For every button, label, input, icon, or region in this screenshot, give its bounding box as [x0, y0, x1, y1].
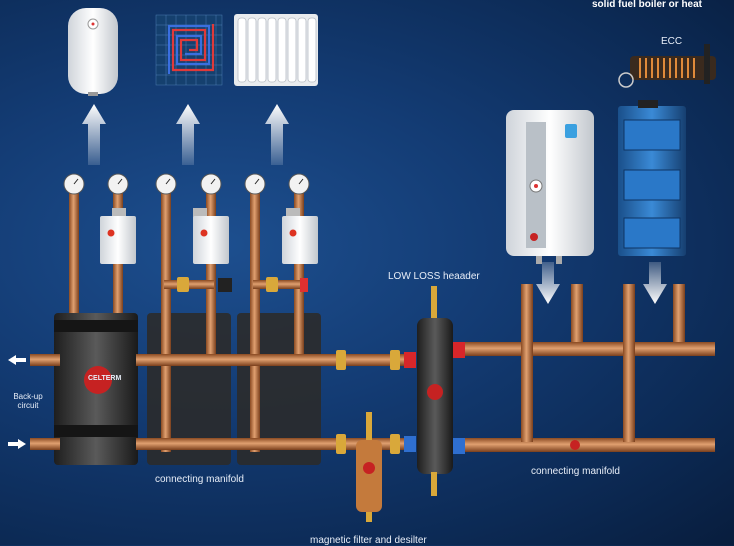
pressure-gauge-icon	[63, 173, 310, 195]
solid-fuel-boiler-icon	[618, 100, 686, 256]
cold-connector	[404, 436, 416, 452]
connecting-manifold-right-label: connecting manifold	[531, 466, 620, 477]
magnetic-filter-icon	[356, 412, 382, 522]
ecc-heat-exchanger-icon	[618, 44, 716, 88]
brand-logo: CELTERM	[88, 375, 122, 382]
arrow-down-icon	[536, 262, 667, 304]
radiator-icon	[234, 14, 318, 86]
riser-pipes-right	[521, 284, 685, 442]
wall-boiler-icon	[506, 110, 594, 264]
hydraulic-block	[54, 313, 138, 465]
arrow-left-icon	[8, 355, 26, 365]
hot-connector	[404, 352, 416, 368]
water-heater-icon	[68, 8, 118, 96]
backup-circuit-label: Back-up circuit	[13, 392, 43, 410]
arrow-right-icon	[8, 439, 26, 449]
connecting-manifold-left-label: connecting manifold	[155, 474, 244, 485]
top-right-caption: solid fuel boiler or heat	[592, 0, 703, 10]
underfloor-heating-icon	[155, 14, 223, 86]
arrow-up-icon	[82, 104, 289, 165]
low-loss-header-label: LOW LOSS heaader	[388, 271, 480, 282]
low-loss-header	[417, 286, 453, 496]
magnetic-filter-label: magnetic filter and desilter	[310, 535, 427, 546]
ecc-label: ECC	[661, 36, 683, 47]
circulation-pump-icon	[100, 208, 318, 292]
